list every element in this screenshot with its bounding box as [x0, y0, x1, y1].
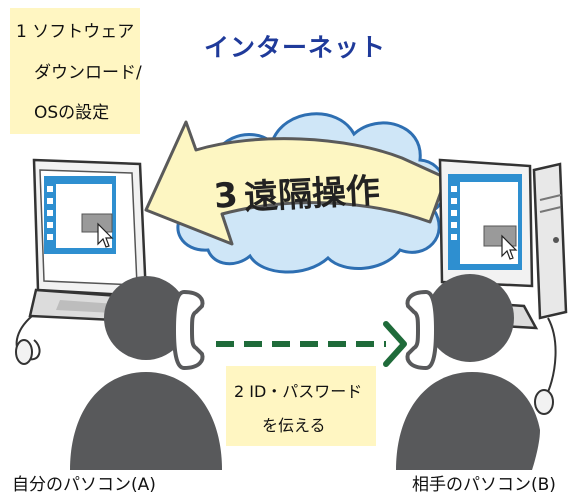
step1-line1: 1 ソフトウェア [16, 22, 134, 42]
internet-label: インターネット [204, 33, 386, 62]
laptop-a [15, 158, 160, 365]
step1-line2: ダウンロード/ [34, 63, 142, 83]
step1-callout-box [10, 8, 140, 134]
step2-line1: 2 ID・パスワード [234, 382, 362, 401]
step2-line2: を伝える [262, 416, 326, 435]
caption-b: 相手のパソコン(B) [412, 475, 556, 495]
cursor-b-icon [501, 234, 518, 260]
person-a-icon [70, 276, 222, 470]
id-password-arrow [216, 321, 407, 367]
tower-b [532, 162, 568, 320]
phone-handset-a-icon [171, 289, 205, 371]
step1-callout: 1 ソフトウェア ダウンロード/ OSの設定 [10, 8, 142, 134]
cursor-icon [97, 222, 114, 248]
caption-a: 自分のパソコン(A) [12, 475, 156, 495]
step1-line3: OSの設定 [34, 103, 109, 123]
step2-callout: 2 ID・パスワード を伝える [226, 366, 376, 446]
person-b-icon [396, 274, 540, 470]
step3-number: 3 [212, 175, 239, 217]
mouse-b [534, 389, 554, 415]
phone-handset-b-icon [405, 289, 439, 371]
step3-label: 遠隔操作 [243, 171, 381, 218]
step2-callout-box [226, 366, 376, 446]
mouse-a [15, 339, 33, 365]
